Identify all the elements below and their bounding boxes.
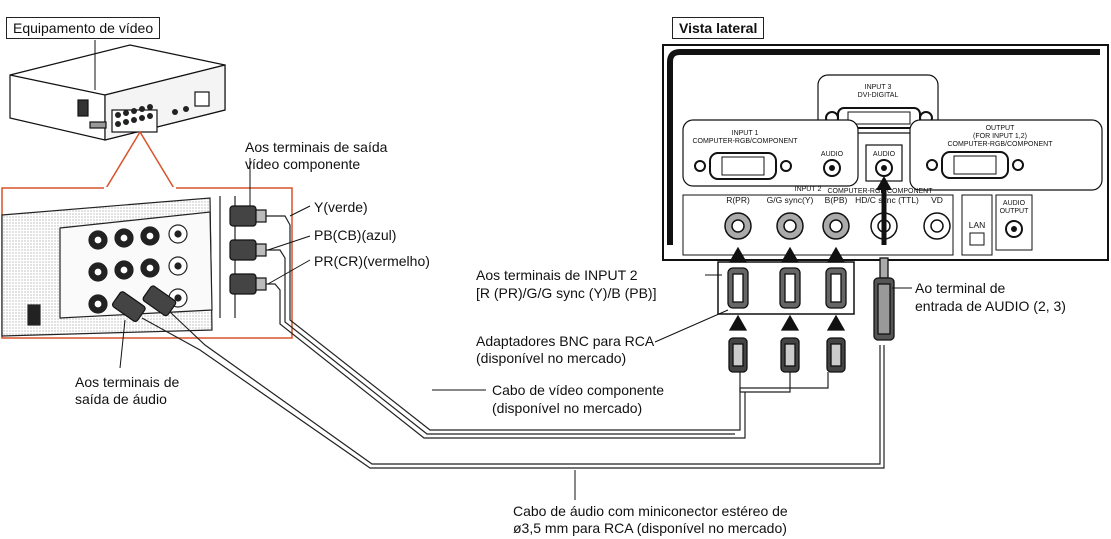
audio-output-label: AUDIO: [1003, 200, 1026, 207]
audio-cable-label-2: ø3,5 mm para RCA (disponível no mercado): [513, 520, 787, 536]
pr-red-label: PR(CR)(vermelho): [314, 253, 430, 269]
audio-plugs: [111, 285, 177, 323]
leader-lines: [119, 158, 912, 500]
input2-sublabel: COMPUTER-RGB/COMPONENT: [828, 188, 934, 195]
input2-label: INPUT 2: [795, 186, 822, 193]
video-equipment-label: Equipamento de vídeo: [6, 17, 161, 39]
port-g-label: G/G sync(Y): [767, 195, 814, 205]
zoom-callout-triangle: [103, 130, 177, 191]
audio-input-terminal-label-2: entrada de AUDIO (2, 3): [915, 298, 1066, 314]
audio-output-sublabel: OUTPUT: [1000, 208, 1030, 215]
component-output-label-2: vídeo componente: [245, 156, 361, 172]
y-green-label: Y(verde): [314, 199, 368, 215]
bnc-rca-adapters: [717, 246, 855, 373]
port-r-label: R(PR): [726, 195, 750, 205]
input3-sublabel: DVI-DIGITAL: [858, 92, 899, 99]
audio-minijack-plug: [873, 257, 895, 341]
audio-output-terminals-label-1: Aos terminais de: [75, 374, 180, 390]
input2-audio-label: AUDIO: [873, 151, 896, 158]
lan-label: LAN: [969, 220, 986, 230]
output-label: OUTPUT: [986, 125, 1016, 132]
output-sublabel-2: COMPUTER-RGB/COMPONENT: [948, 141, 1054, 148]
audio-output-terminals-label-2: saída de áudio: [75, 391, 167, 407]
component-output-label-1: Aos terminais de saída: [245, 139, 388, 155]
input1-audio-label: AUDIO: [821, 151, 844, 158]
bnc-adapters-label-2: (disponível no mercado): [476, 350, 627, 366]
audio-cable-label-1: Cabo de áudio com miniconector estéreo d…: [513, 503, 788, 519]
bnc-adapters-label-1: Adaptadores BNC para RCA: [476, 333, 655, 349]
component-cable-label-1: Cabo de vídeo componente: [492, 382, 665, 398]
port-hd-label: HD/C sync (TTL): [855, 195, 919, 205]
video-equipment-device: [9, 44, 226, 141]
pb-blue-label: PB(CB)(azul): [314, 227, 397, 243]
input1-sublabel: COMPUTER-RGB/COMPONENT: [693, 138, 799, 145]
audio-input-terminal-label-1: Ao terminal de: [915, 280, 1006, 296]
input2-terminals-label-1: Aos terminais de INPUT 2: [476, 267, 638, 283]
component-cable-label-2: (disponível no mercado): [492, 400, 643, 416]
zoomed-equipment-panel: [1, 196, 236, 337]
input2-terminals-label-2: [R (PR)/G/G sync (Y)/B (PB)]: [476, 285, 657, 301]
side-view-label: Vista lateral: [672, 17, 765, 39]
audio-cable: [141, 311, 885, 469]
output-sublabel: (FOR INPUT 1,2): [973, 133, 1027, 140]
port-vd-label: VD: [931, 195, 943, 205]
component-video-cable: [266, 215, 829, 439]
input3-label: INPUT 3: [865, 84, 892, 91]
component-plugs: [229, 205, 267, 295]
port-b-label: B(PB): [825, 195, 848, 205]
input1-label: INPUT 1: [732, 130, 759, 137]
